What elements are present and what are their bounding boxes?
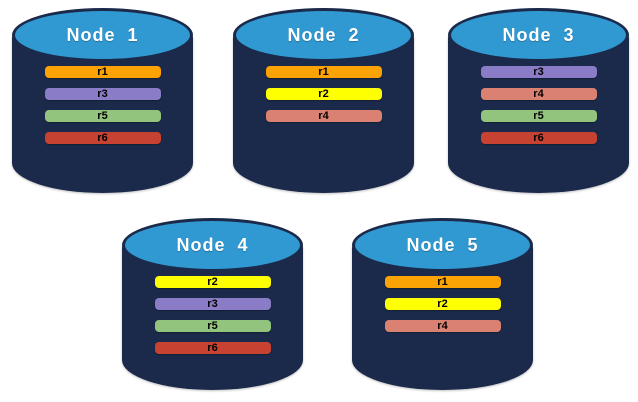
- replica-bar-label: r3: [207, 297, 218, 310]
- cylinder-top-ellipse: Node 5: [352, 218, 533, 272]
- replica-bar: r1: [44, 65, 161, 78]
- node-cylinder: Node 1 r1 r3 r5 r6: [12, 8, 193, 193]
- replica-bars: r2 r3 r5 r6: [122, 276, 303, 354]
- replica-bar-label: r6: [533, 131, 544, 144]
- replica-bar: r6: [480, 131, 597, 144]
- node-title: Node 4: [176, 234, 249, 255]
- cylinder-top-ellipse: Node 2: [233, 8, 414, 62]
- replica-bar-label: r4: [533, 87, 544, 100]
- replica-bar-label: r2: [318, 87, 329, 100]
- replica-bar-label: r3: [97, 87, 108, 100]
- node-cylinder: Node 3 r3 r4 r5 r6: [448, 8, 629, 193]
- node-cylinder: Node 4 r2 r3 r5 r6: [122, 218, 303, 390]
- replica-bar-label: r3: [533, 65, 544, 78]
- replica-bar: r3: [480, 65, 597, 78]
- replica-bar-label: r6: [207, 341, 218, 354]
- replica-bars: r3 r4 r5 r6: [448, 66, 629, 144]
- replica-bars: r1 r2 r4: [233, 66, 414, 122]
- replica-bar: r4: [480, 87, 597, 100]
- replica-bar: r2: [384, 297, 501, 310]
- replica-bar: r5: [480, 109, 597, 122]
- replica-bar: r4: [265, 109, 382, 122]
- replica-bar-label: r4: [437, 319, 448, 332]
- replica-bar: r6: [44, 131, 161, 144]
- replica-bar: r4: [384, 319, 501, 332]
- node-cylinder: Node 5 r1 r2 r4: [352, 218, 533, 390]
- node-title: Node 5: [406, 234, 479, 255]
- replica-bars: r1 r3 r5 r6: [12, 66, 193, 144]
- replica-bar: r1: [265, 65, 382, 78]
- replica-bar: r1: [384, 275, 501, 288]
- cylinder-top-ellipse: Node 3: [448, 8, 629, 62]
- node-cylinder: Node 2 r1 r2 r4: [233, 8, 414, 193]
- node-title: Node 1: [66, 24, 139, 45]
- replica-bar: r3: [44, 87, 161, 100]
- replica-bar-label: r5: [207, 319, 218, 332]
- replica-bar: r6: [154, 341, 271, 354]
- replica-bar: r2: [154, 275, 271, 288]
- replica-bar: r5: [44, 109, 161, 122]
- replica-bar-label: r1: [318, 65, 329, 78]
- replica-bar-label: r2: [207, 275, 218, 288]
- replica-bar-label: r4: [318, 109, 329, 122]
- cylinder-top-ellipse: Node 1: [12, 8, 193, 62]
- replica-bar-label: r1: [437, 275, 448, 288]
- replica-bar-label: r1: [97, 65, 108, 78]
- replica-bar: r2: [265, 87, 382, 100]
- cylinder-top-ellipse: Node 4: [122, 218, 303, 272]
- replica-bar-label: r5: [533, 109, 544, 122]
- replica-bar-label: r2: [437, 297, 448, 310]
- replica-bars: r1 r2 r4: [352, 276, 533, 332]
- replica-bar-label: r5: [97, 109, 108, 122]
- replica-bar-label: r6: [97, 131, 108, 144]
- node-title: Node 2: [287, 24, 360, 45]
- node-title: Node 3: [502, 24, 575, 45]
- replica-bar: r5: [154, 319, 271, 332]
- replica-bar: r3: [154, 297, 271, 310]
